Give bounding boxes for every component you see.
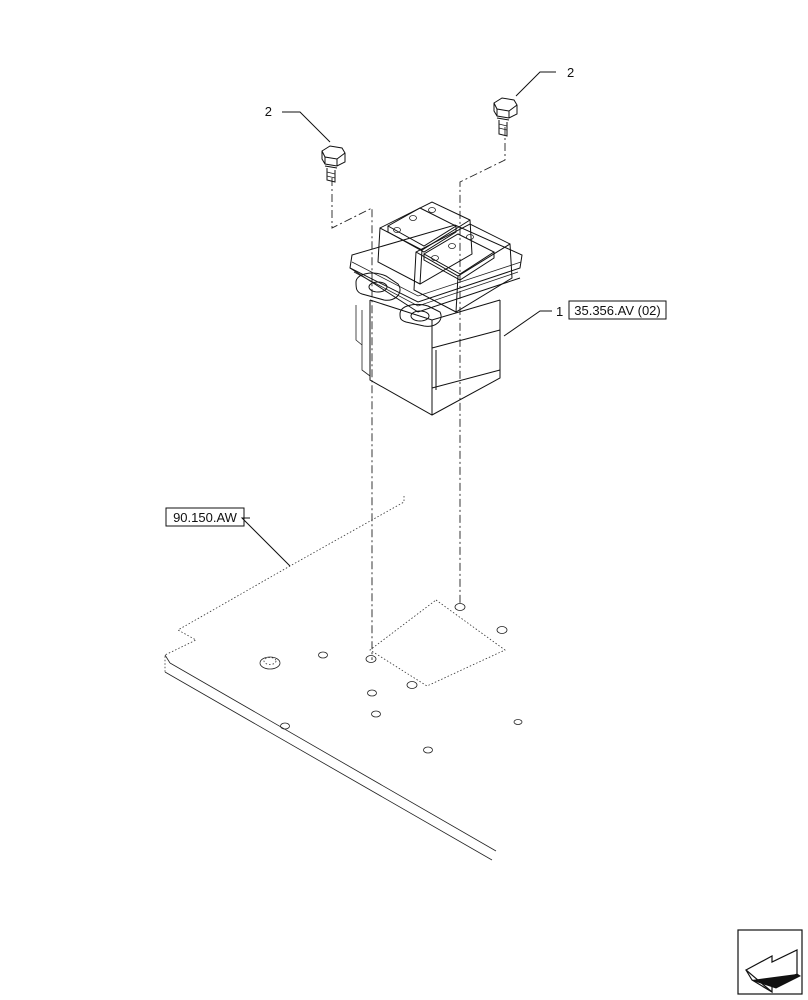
component-reference[interactable]: 35.356.AV (02): [568, 300, 667, 320]
bolt-left: [321, 145, 346, 183]
panel-reference[interactable]: 90.150.AW: [165, 507, 245, 527]
panel-reference-label[interactable]: 90.150.AW: [173, 510, 238, 525]
callout-bolt-right: 2: [567, 65, 574, 80]
callout-component: 1: [556, 304, 563, 319]
bolt-right: [493, 97, 518, 137]
callout-bolt-left: 2: [265, 104, 272, 119]
component-reference-label[interactable]: 35.356.AV (02): [574, 303, 660, 318]
leader-lines: [240, 71, 556, 567]
control-block: [349, 201, 523, 416]
arrow-direction-icon: [737, 929, 803, 995]
floor-panel: [164, 496, 523, 861]
alignment-lines: [331, 127, 506, 660]
